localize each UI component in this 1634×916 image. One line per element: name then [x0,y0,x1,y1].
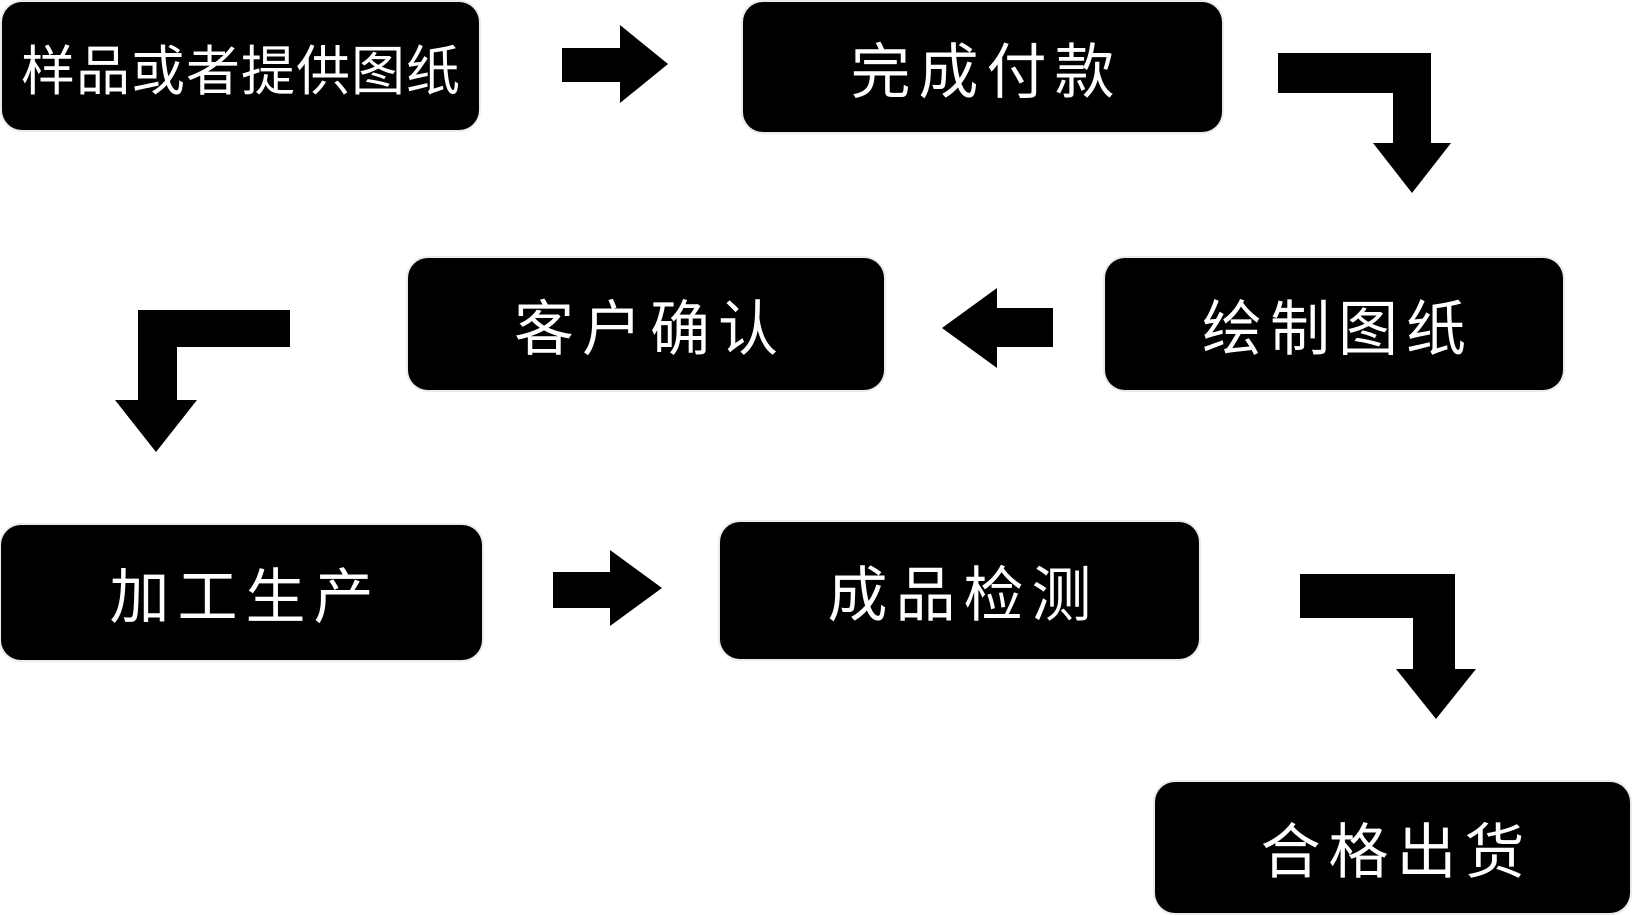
arrow-elbow-vertical-bar [1413,574,1455,669]
flow-node-complete-payment: 完成付款 [743,2,1222,132]
flow-node-production: 加工生产 [1,525,482,660]
arrow-head-down-icon [115,400,197,452]
arrow-shaft [562,48,622,82]
arrow-head-left-icon [942,288,997,368]
flow-node-sample-or-drawings: 样品或者提供图纸 [2,2,479,130]
arrow-elbow-vertical-bar [1393,53,1431,143]
arrow-head-right-icon [610,550,662,626]
arrow-shaft [553,572,612,608]
flow-node-draw-drawings: 绘制图纸 [1105,258,1563,390]
arrow-head-right-icon [620,25,668,103]
arrow-shaft [997,308,1053,347]
arrow-head-down-icon [1396,669,1476,719]
arrow-head-down-icon [1373,143,1451,193]
flow-node-customer-confirm: 客户确认 [408,258,884,390]
flow-node-qualified-shipment: 合格出货 [1155,782,1630,913]
arrow-elbow-vertical-bar [138,310,177,400]
flow-node-product-inspection: 成品检测 [720,522,1199,659]
